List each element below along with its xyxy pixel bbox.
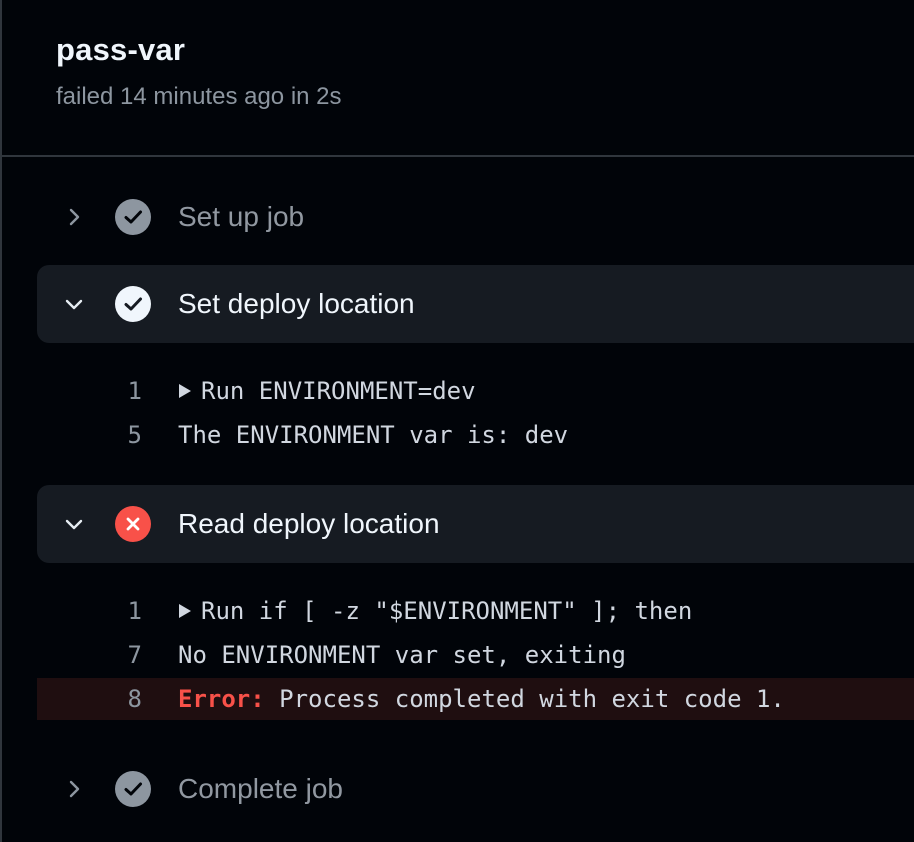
log-line[interactable]: 1 Run ENVIRONMENT=dev xyxy=(37,370,914,412)
job-title: pass-var xyxy=(56,32,186,67)
chevron-right-icon[interactable] xyxy=(62,777,86,801)
step-title: Complete job xyxy=(178,773,343,804)
step-complete-job[interactable]: Complete job xyxy=(37,750,914,828)
line-number[interactable]: 1 xyxy=(127,597,142,625)
x-circle-icon xyxy=(115,506,151,542)
log-error-content: Error: Process completed with exit code … xyxy=(178,685,785,713)
line-number[interactable]: 5 xyxy=(127,421,142,449)
step-set-deploy-location[interactable]: Set deploy location xyxy=(37,265,914,343)
log-line-content[interactable]: Run if [ -z "$ENVIRONMENT" ]; then xyxy=(178,597,692,625)
panel-left-border xyxy=(0,0,2,842)
chevron-down-icon[interactable] xyxy=(62,512,86,536)
line-number[interactable]: 8 xyxy=(127,685,142,713)
job-status-summary: failed 14 minutes ago in 2s xyxy=(56,83,342,110)
log-line[interactable]: 1 Run if [ -z "$ENVIRONMENT" ]; then xyxy=(37,590,914,632)
step-title: Set up job xyxy=(178,201,305,232)
log-line-error: 8 Error: Process completed with exit cod… xyxy=(37,678,914,720)
check-circle-icon xyxy=(115,771,151,807)
log-text: Run ENVIRONMENT=dev xyxy=(201,377,476,405)
triangle-right-icon[interactable] xyxy=(178,383,192,399)
log-text: The ENVIRONMENT var is: dev xyxy=(178,421,569,449)
log-line: 5 The ENVIRONMENT var is: dev xyxy=(37,414,914,456)
line-number[interactable]: 7 xyxy=(127,641,142,669)
log-text: Process completed with exit code 1. xyxy=(264,685,785,713)
step-set-up-job[interactable]: Set up job xyxy=(37,178,914,256)
job-header: pass-var failed 14 minutes ago in 2s xyxy=(2,0,914,157)
check-circle-icon xyxy=(115,199,151,235)
step-title: Read deploy location xyxy=(178,508,440,539)
error-label: Error: xyxy=(178,685,265,713)
triangle-right-icon[interactable] xyxy=(178,603,192,619)
log-text: No ENVIRONMENT var set, exiting xyxy=(178,641,626,669)
chevron-down-icon[interactable] xyxy=(62,292,86,316)
step-read-deploy-location[interactable]: Read deploy location xyxy=(37,485,914,563)
line-number[interactable]: 1 xyxy=(127,377,142,405)
log-line-content[interactable]: Run ENVIRONMENT=dev xyxy=(178,377,476,405)
log-line: 7 No ENVIRONMENT var set, exiting xyxy=(37,634,914,676)
log-text: Run if [ -z "$ENVIRONMENT" ]; then xyxy=(201,597,693,625)
step-title: Set deploy location xyxy=(178,288,415,319)
chevron-right-icon[interactable] xyxy=(62,205,86,229)
check-circle-icon xyxy=(115,286,151,322)
